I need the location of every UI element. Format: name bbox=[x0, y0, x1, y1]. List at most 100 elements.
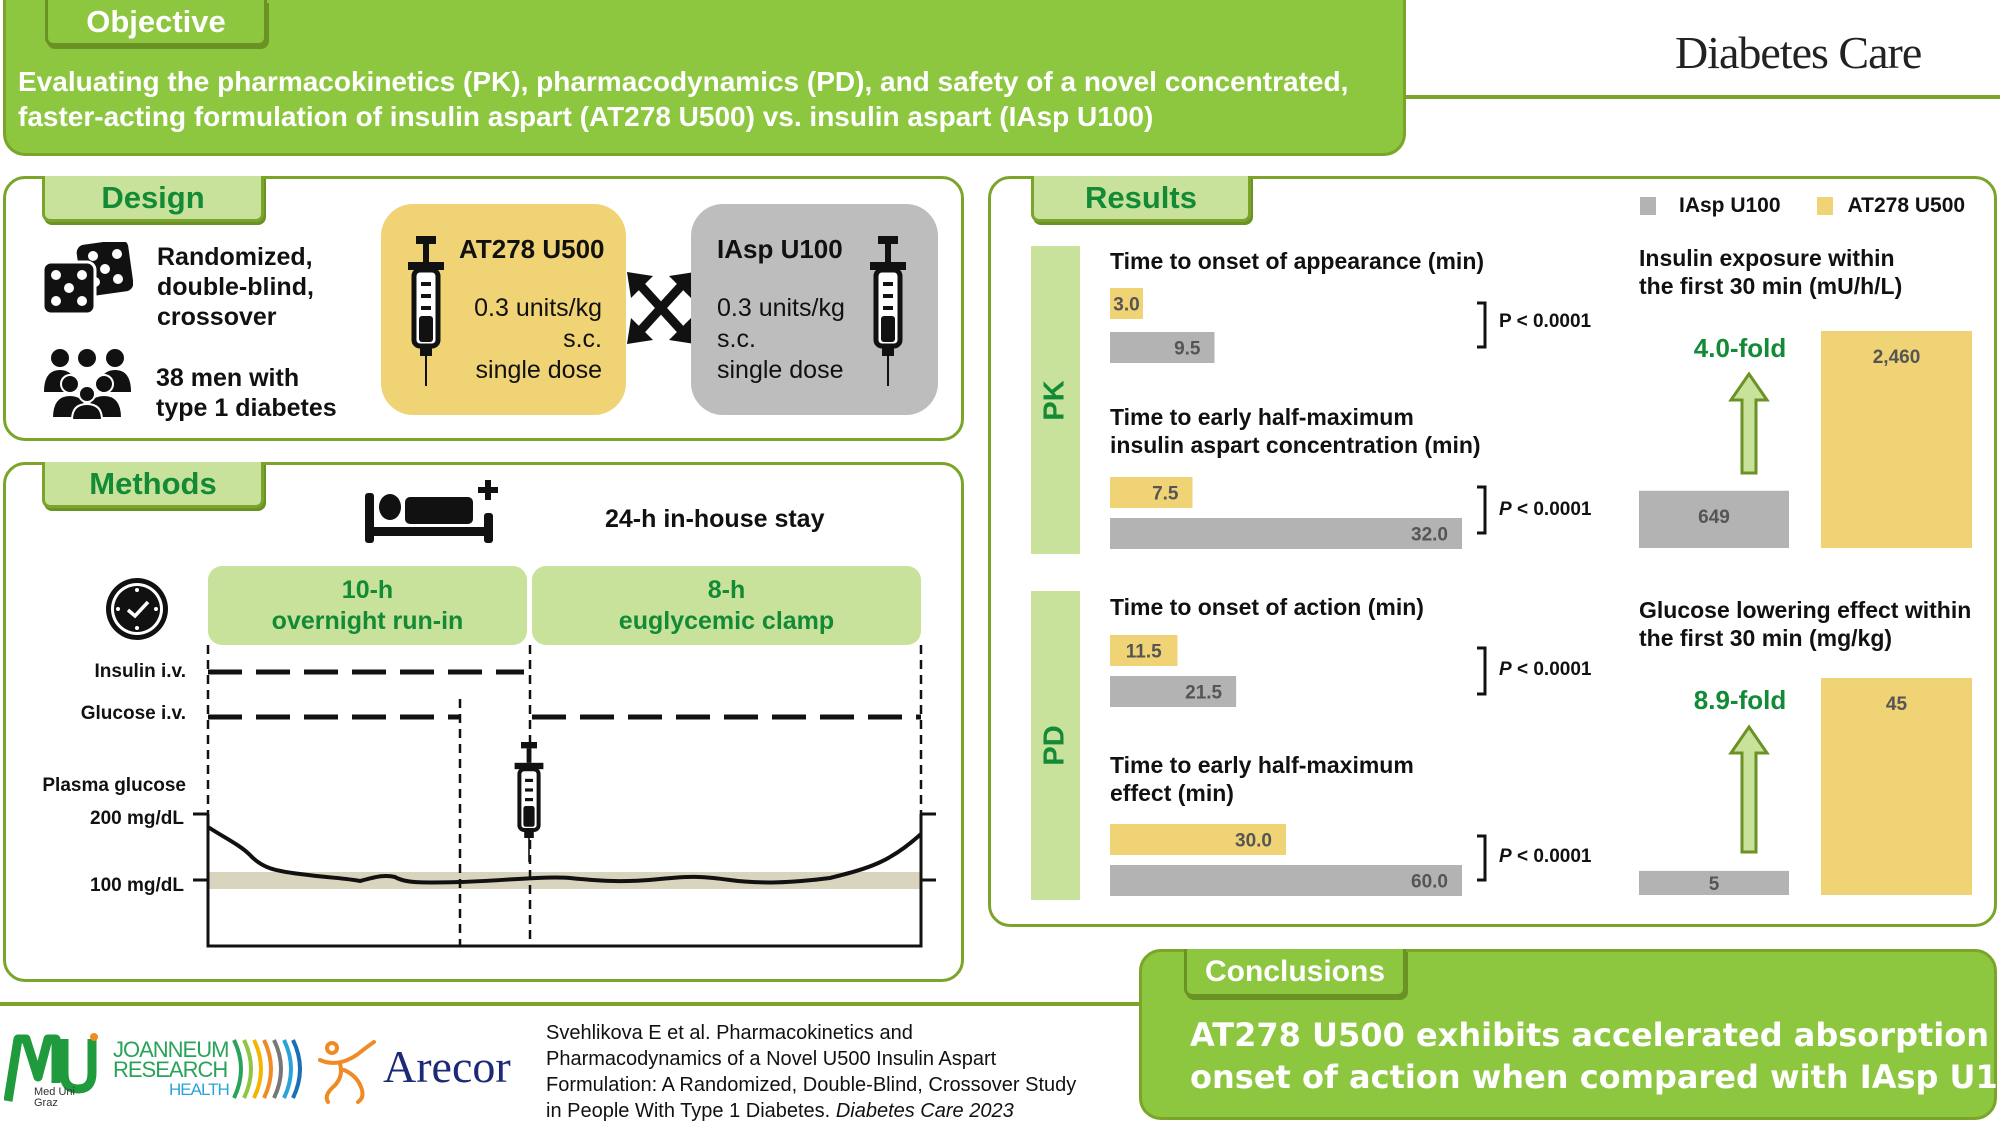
bar bbox=[1110, 635, 1178, 666]
methods-timeline-diagram bbox=[193, 645, 936, 948]
bar-value-label: 21.5 bbox=[1185, 683, 1222, 704]
citation-line: Svehlikova E et al. Pharmacokinetics and bbox=[546, 1022, 913, 1044]
glucose-iv-label: Glucose i.v. bbox=[80, 703, 186, 724]
significance-bracket bbox=[1477, 301, 1487, 349]
crossover-arrows-icon bbox=[627, 272, 695, 344]
significance-bracket bbox=[1477, 646, 1487, 696]
citation-line: Formulation: A Randomized, Double-Blind,… bbox=[546, 1074, 1077, 1096]
chart-title-line: insulin aspart concentration (min) bbox=[1110, 432, 1481, 458]
objective-line: faster-acting formulation of insulin asp… bbox=[18, 101, 1154, 132]
phase-name: overnight run-in bbox=[271, 606, 464, 635]
p-letter: P bbox=[1499, 499, 1512, 520]
significance-bracket bbox=[1477, 834, 1487, 882]
objective-tab: Objective bbox=[45, 0, 267, 46]
bar-value-label: 3.0 bbox=[1113, 295, 1139, 316]
legend-label: AT278 U500 bbox=[1847, 194, 1966, 217]
fold-change-pd: 8.9-fold bbox=[1693, 685, 1787, 715]
legend-swatch-at278 bbox=[1816, 197, 1833, 215]
chart-title-line: effect (min) bbox=[1110, 780, 1234, 806]
meduni-logo: Med Uni Graz bbox=[4, 1033, 98, 1108]
study-type-line: Randomized, bbox=[157, 243, 313, 271]
legend-label: IAsp U100 bbox=[1679, 194, 1781, 217]
up-arrow-icon bbox=[1728, 371, 1770, 475]
legend: IAsp U100 AT278 U500 bbox=[1640, 194, 1965, 218]
population-line: type 1 diabetes bbox=[156, 394, 337, 422]
bar bbox=[1110, 288, 1143, 319]
citation: Svehlikova E et al. Pharmacokinetics and… bbox=[546, 1020, 1076, 1124]
fold-change-pk: 4.0-fold bbox=[1693, 333, 1787, 363]
bar bbox=[1821, 678, 1972, 895]
route: s.c. bbox=[563, 325, 602, 353]
logo-text: JOANNEUM bbox=[113, 1037, 229, 1062]
citation-line: Pharmacodynamics of a Novel U500 Insulin… bbox=[546, 1048, 997, 1070]
regimen: single dose bbox=[475, 356, 602, 384]
chart-title-line: Time to early half-maximum bbox=[1110, 404, 1414, 430]
bar bbox=[1110, 518, 1462, 549]
citation-line: in People With Type 1 Diabetes. bbox=[546, 1100, 831, 1122]
bar bbox=[1110, 676, 1237, 707]
p-value: P < 0.0001 bbox=[1499, 846, 1591, 868]
design-tab: Design bbox=[42, 176, 264, 222]
footer-divider bbox=[0, 1002, 1139, 1006]
clock-icon bbox=[106, 578, 168, 640]
bar bbox=[1110, 332, 1215, 363]
phase-name: euglycemic clamp bbox=[618, 606, 835, 635]
study-type-line: double-blind, bbox=[157, 273, 314, 301]
p-text: < 0.0001 bbox=[1516, 659, 1592, 680]
arecor-figure-icon bbox=[318, 1040, 376, 1104]
conclusion-line: onset of action when compared with IAsp … bbox=[1190, 1058, 2000, 1096]
chart-title-line: Time to early half-maximum bbox=[1110, 752, 1414, 778]
bar-value-label: 649 bbox=[1698, 507, 1730, 528]
chart-title-line: the first 30 min (mg/kg) bbox=[1639, 625, 1893, 651]
bar bbox=[1821, 331, 1972, 548]
conclusions-tab: Conclusions bbox=[1184, 949, 1406, 997]
bed-icon bbox=[365, 480, 498, 543]
pk-section-band: PK bbox=[1031, 246, 1080, 554]
dose: 0.3 units/kg bbox=[717, 294, 845, 322]
dose: 0.3 units/kg bbox=[474, 294, 602, 322]
regimen: single dose bbox=[717, 356, 844, 384]
chart-title-line: the first 30 min (mU/h/L) bbox=[1639, 273, 1903, 299]
bar-value-label: 45 bbox=[1886, 694, 1908, 715]
conclusion-line: AT278 U500 exhibits accelerated absorpti… bbox=[1190, 1016, 2000, 1054]
dice-icon bbox=[41, 242, 133, 316]
bar-value-label: 7.5 bbox=[1152, 484, 1179, 505]
p-letter: P bbox=[1499, 659, 1512, 680]
objective-line: Evaluating the pharmacokinetics (PK), ph… bbox=[18, 66, 1349, 97]
bar bbox=[1110, 824, 1286, 855]
bar-value-label: 60.0 bbox=[1411, 872, 1448, 893]
results-tab: Results bbox=[1031, 176, 1251, 222]
population-line: 38 men with bbox=[156, 364, 300, 392]
stay-label: 24-h in-house stay bbox=[605, 505, 825, 533]
chart-title-line: Insulin exposure within bbox=[1639, 245, 1895, 271]
study-type: Randomized, double-blind, crossover bbox=[157, 242, 314, 332]
bar-value-label: 5 bbox=[1709, 874, 1720, 895]
people-icon bbox=[44, 349, 131, 420]
up-arrow-icon bbox=[1728, 724, 1770, 854]
insulin-iv-label: Insulin i.v. bbox=[94, 661, 187, 682]
p-text: < 0.0001 bbox=[1516, 846, 1592, 867]
chart-title: Time to onset of appearance (min) bbox=[1110, 248, 1485, 274]
bar bbox=[1110, 865, 1462, 896]
bar-value-label: 30.0 bbox=[1235, 831, 1272, 852]
arm-iasp-details: 0.3 units/kg s.c. single dose bbox=[717, 293, 845, 386]
bar-value-label: 32.0 bbox=[1411, 525, 1448, 546]
study-type-line: crossover bbox=[157, 303, 277, 331]
p-value: P < 0.0001 bbox=[1499, 311, 1592, 332]
plasma-glucose-curve bbox=[206, 825, 923, 885]
population: 38 men with type 1 diabetes bbox=[156, 363, 337, 423]
bar-value-label: 9.5 bbox=[1174, 339, 1201, 360]
arm-at278-details: 0.3 units/kg s.c. single dose bbox=[460, 293, 602, 386]
pd-section-band: PD bbox=[1031, 591, 1080, 900]
journal-logo: Diabetes Care bbox=[1675, 27, 1922, 78]
svg-text:Graz: Graz bbox=[34, 1097, 58, 1108]
objective-text: Evaluating the pharmacokinetics (PK), ph… bbox=[18, 64, 1348, 134]
arm-iasp-name: IAsp U100 bbox=[717, 234, 843, 264]
logo-text: HEALTH bbox=[169, 1080, 230, 1099]
phase-duration: 8-h bbox=[707, 575, 746, 604]
